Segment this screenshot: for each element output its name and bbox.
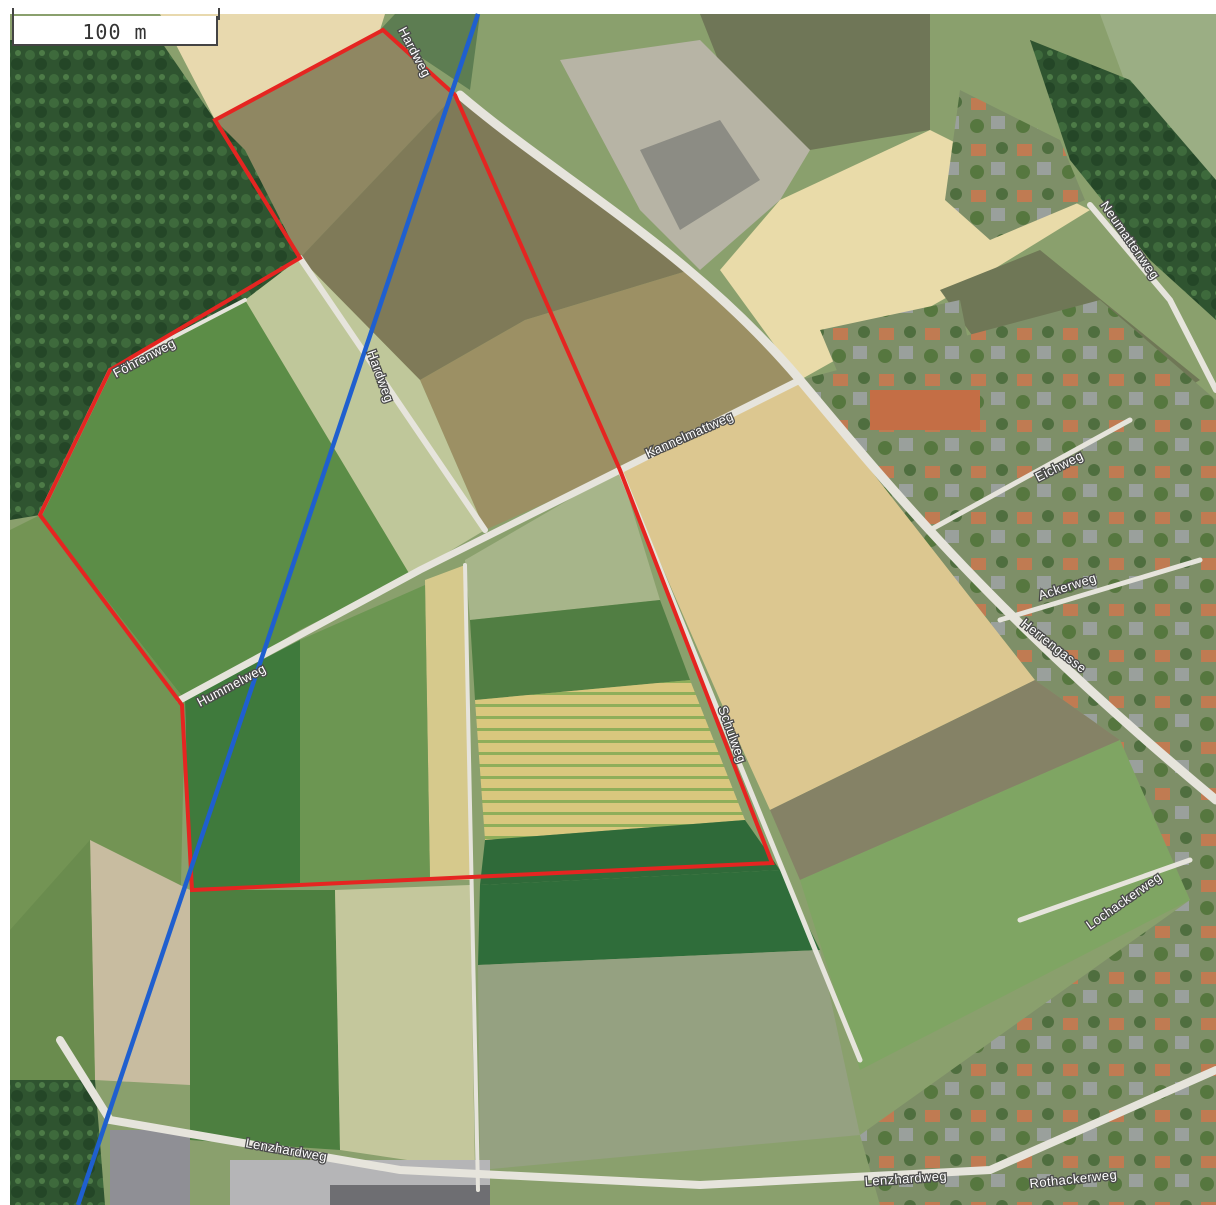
road-label-lenzhardweg-east: Lenzhardweg — [864, 1168, 947, 1189]
scale-tick-left — [12, 8, 14, 20]
scale-bar: 100 m — [12, 8, 220, 48]
fields — [10, 14, 1216, 1205]
residential-area — [800, 90, 1216, 1205]
scale-bar-label: 100 m — [82, 20, 148, 44]
perimeter-outline — [37, 27, 775, 893]
forest — [10, 40, 1216, 1205]
axis-line — [75, 13, 481, 1205]
buildings — [110, 1130, 490, 1205]
scale-tick-right — [218, 8, 220, 20]
scale-bar-box — [12, 16, 218, 46]
roads — [38, 90, 1216, 1192]
